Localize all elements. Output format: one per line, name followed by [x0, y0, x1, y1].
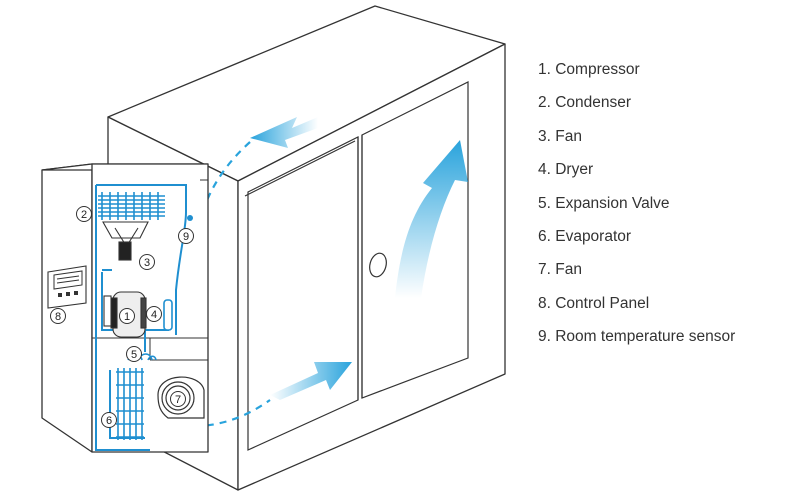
marker-number: 4 — [151, 309, 157, 321]
marker-control-panel: 8 — [50, 308, 66, 324]
legend-item-condenser: 2. Condenser — [538, 94, 632, 112]
marker-number: 5 — [131, 349, 137, 361]
airflow-right-arrow — [270, 362, 352, 400]
marker-number: 8 — [55, 311, 61, 323]
marker-room-temperature-sensor: 9 — [178, 228, 194, 244]
legend-item-dryer: 4. Dryer — [538, 161, 594, 179]
room-temperature-sensor — [187, 215, 193, 221]
control-panel[interactable] — [47, 265, 87, 309]
marker-number: 7 — [175, 394, 181, 406]
cabinet-doors — [244, 81, 469, 451]
marker-number: 1 — [124, 311, 130, 323]
marker-condenser: 2 — [76, 206, 92, 222]
marker-number: 9 — [183, 231, 189, 243]
legend-item-compressor: 1. Compressor — [538, 61, 640, 78]
component-legend: 1. Compressor 2. Condenser 3. Fan 4. Dry… — [538, 60, 735, 361]
refrigerant-pipes — [95, 184, 187, 451]
condenser-fan — [102, 221, 149, 261]
marker-dryer: 4 — [146, 306, 162, 322]
marker-number: 2 — [81, 209, 87, 221]
marker-evaporator: 6 — [101, 412, 117, 428]
component-markers: 1 2 3 4 5 6 7 8 9 — [50, 206, 194, 428]
marker-number: 3 — [144, 257, 150, 269]
legend-item-room-temperature-sensor: 9. Room temperature sensor — [538, 328, 736, 346]
condenser-coil — [98, 192, 165, 220]
airflow-up-arrow — [395, 140, 468, 298]
airflow-left-arrow — [250, 117, 318, 148]
marker-compressor: 1 — [119, 308, 135, 324]
marker-number: 6 — [106, 415, 112, 427]
legend-item-expansion-valve: 5. Expansion Valve — [538, 194, 670, 212]
evaporator-coil — [116, 353, 157, 440]
marker-fan: 3 — [139, 254, 155, 270]
door-handle[interactable] — [367, 251, 389, 278]
legend-item-fan-2: 7. Fan — [538, 261, 582, 279]
dryer — [163, 299, 173, 331]
legend-item-control-panel: 8. Control Panel — [538, 294, 650, 312]
legend-item-evaporator: 6. Evaporator — [538, 227, 632, 245]
legend-item-fan: 3. Fan — [538, 127, 582, 145]
marker-expansion-valve: 5 — [126, 346, 142, 362]
marker-fan-2: 7 — [170, 391, 186, 407]
